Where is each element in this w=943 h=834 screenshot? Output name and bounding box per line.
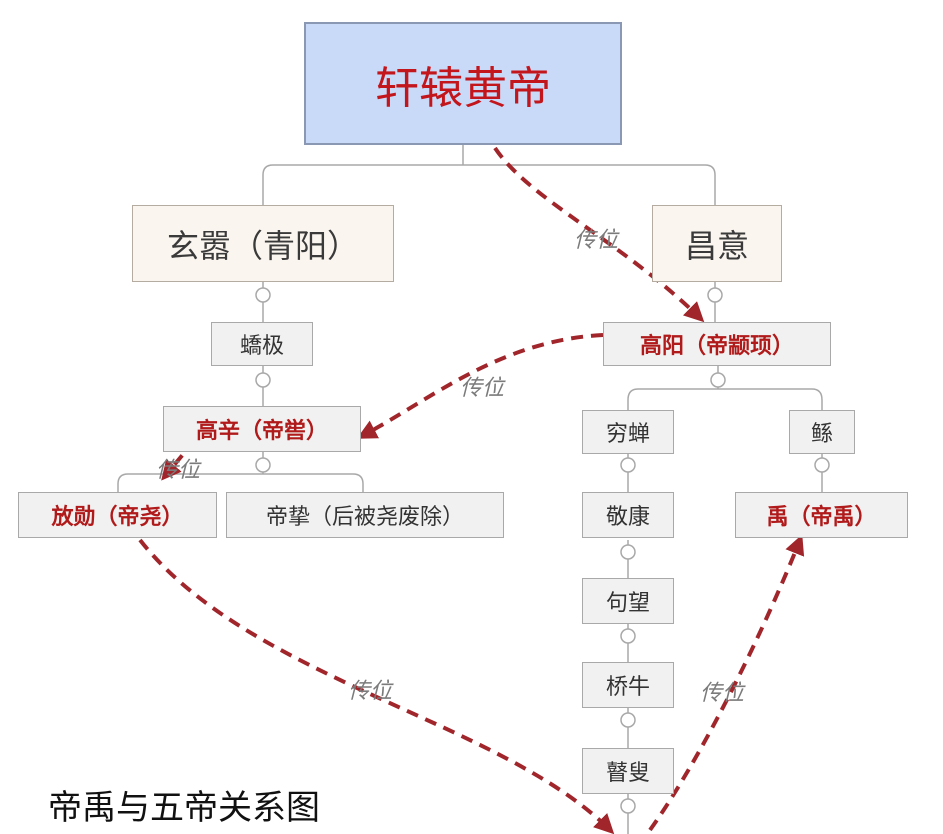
arrow-fangxun-to-gusou-line xyxy=(138,538,615,834)
node-goowang[interactable]: 句望 xyxy=(582,578,674,624)
node-gaoyang[interactable]: 高阳（帝颛顼） xyxy=(603,322,831,366)
collapse-toggle[interactable] xyxy=(814,457,830,473)
node-fangxun[interactable]: 放勋（帝尧） xyxy=(18,492,217,538)
node-qiaoniu[interactable]: 桥牛 xyxy=(582,662,674,708)
collapse-toggle[interactable] xyxy=(255,372,271,388)
arrow-gusou-line-to-yu xyxy=(648,534,805,832)
transfer-label: 传位 xyxy=(348,679,393,704)
collapse-toggle[interactable] xyxy=(710,372,726,388)
collapse-toggle[interactable] xyxy=(620,628,636,644)
node-yu[interactable]: 禹（帝禹） xyxy=(735,492,908,538)
node-dizhi[interactable]: 帝挚（后被尧废除） xyxy=(226,492,504,538)
arrow-huangdi-to-gaoyang xyxy=(493,146,705,323)
node-changyi[interactable]: 昌意 xyxy=(652,205,782,282)
transfer-label: 传位 xyxy=(460,376,505,401)
node-jingkang[interactable]: 敬康 xyxy=(582,492,674,538)
collapse-toggle[interactable] xyxy=(707,287,723,303)
node-gun[interactable]: 鲧 xyxy=(789,410,855,454)
arrow-gaoyang-to-gaoxin xyxy=(356,333,604,439)
transfer-label: 传位 xyxy=(574,228,619,253)
node-qiongchan[interactable]: 穷蝉 xyxy=(582,410,674,454)
collapse-toggle[interactable] xyxy=(620,712,636,728)
transfer-label: 传位 xyxy=(156,458,201,483)
node-gaoxin[interactable]: 高辛（帝喾） xyxy=(163,406,361,452)
diagram-title: 帝禹与五帝关系图 xyxy=(48,788,320,828)
collapse-toggle[interactable] xyxy=(255,457,271,473)
tree-connectors xyxy=(117,145,830,834)
transfer-label: 传位 xyxy=(700,681,745,706)
node-xuanxiao[interactable]: 玄嚣（青阳） xyxy=(132,205,394,282)
node-huangdi[interactable]: 轩辕黄帝 xyxy=(304,22,622,145)
collapse-toggle[interactable] xyxy=(620,798,636,814)
node-jiaoji[interactable]: 蟜极 xyxy=(211,322,313,366)
collapse-toggle[interactable] xyxy=(620,544,636,560)
node-gusou[interactable]: 瞽叟 xyxy=(582,748,674,794)
collapse-toggle[interactable] xyxy=(620,457,636,473)
collapse-toggle[interactable] xyxy=(255,287,271,303)
